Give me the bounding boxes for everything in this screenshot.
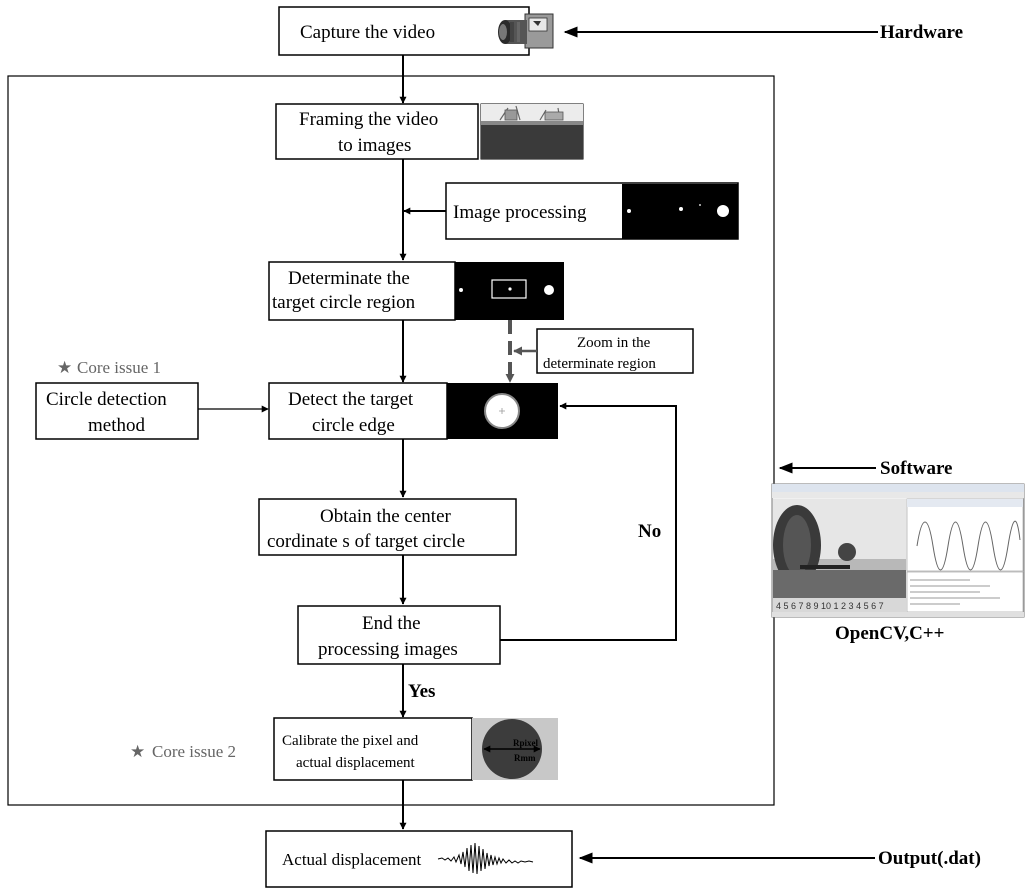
obtain-label-1: Obtain the center xyxy=(320,506,452,527)
opencv-label: OpenCV,C++ xyxy=(835,623,944,644)
end-label-1: End the xyxy=(362,613,421,634)
image-processing-thumb xyxy=(622,184,738,239)
determinate-thumb xyxy=(455,262,564,320)
calibrate-label-1: Calibrate the pixel and xyxy=(282,733,419,749)
capture-node: Capture the video xyxy=(278,6,554,56)
framing-label-2: to images xyxy=(338,135,411,156)
star-icon: ★ xyxy=(57,358,72,377)
capture-label: Capture the video xyxy=(300,22,435,43)
hardware-label: Hardware xyxy=(880,22,963,43)
no-loop-arrow xyxy=(500,402,677,641)
calibrate-node: Calibrate the pixel and actual displacem… xyxy=(273,717,558,781)
output-node: Actual displacement xyxy=(265,830,573,888)
detect-label-2: circle edge xyxy=(312,415,395,436)
detect-node: Detect the target circle edge xyxy=(268,382,558,440)
software-frame xyxy=(7,75,775,806)
obtain-label-2: cordinate s of target circle xyxy=(267,531,465,552)
zoom-label-2: determinate region xyxy=(543,356,656,372)
calibrate-rpixel: Rpixel xyxy=(513,738,539,748)
framing-photo xyxy=(480,103,584,160)
output-node-label: Actual displacement xyxy=(282,850,422,869)
software-screenshot: 4 5 6 7 8 9 10 1 2 3 4 5 6 7 xyxy=(771,483,1025,618)
yes-label: Yes xyxy=(408,681,435,702)
image-processing-label: Image processing xyxy=(453,202,587,223)
ruler-ticks: 4 5 6 7 8 9 10 1 2 3 4 5 6 7 xyxy=(776,601,884,611)
determinate-label-1: Determinate the xyxy=(288,268,410,289)
star-icon-2: ★ xyxy=(130,742,145,761)
no-label: No xyxy=(638,521,661,542)
detect-label-1: Detect the target xyxy=(288,389,414,410)
camera-icon xyxy=(498,13,554,49)
detect-thumb xyxy=(447,383,558,439)
calibrate-rmm: Rmm xyxy=(514,753,536,763)
zoom-node: Zoom in the determinate region xyxy=(536,328,694,374)
framing-node: Framing the video to images xyxy=(275,103,584,160)
calibrate-label-2: actual displacement xyxy=(296,755,416,771)
circle-method-node: Circle detection method xyxy=(35,382,199,440)
output-label: Output(.dat) xyxy=(878,848,981,869)
framing-label-1: Framing the video xyxy=(299,109,438,130)
determinate-node: Determinate the target circle region xyxy=(268,261,564,321)
calibrate-photo: Rpixel Rmm xyxy=(472,718,558,780)
core-issue-1-label: Core issue 1 xyxy=(77,358,161,377)
obtain-node: Obtain the center cordinate s of target … xyxy=(258,498,517,556)
circle-method-label-2: method xyxy=(88,415,145,436)
end-node: End the processing images xyxy=(297,605,501,665)
circle-method-label-1: Circle detection xyxy=(46,389,167,410)
zoom-label-1: Zoom in the xyxy=(577,335,651,351)
displacement-wave xyxy=(437,842,534,875)
determinate-label-2: target circle region xyxy=(272,292,416,313)
image-processing-node: Image processing xyxy=(445,182,739,240)
software-label: Software xyxy=(880,458,952,479)
core-issue-2-label: Core issue 2 xyxy=(152,742,236,761)
end-label-2: processing images xyxy=(318,639,458,660)
